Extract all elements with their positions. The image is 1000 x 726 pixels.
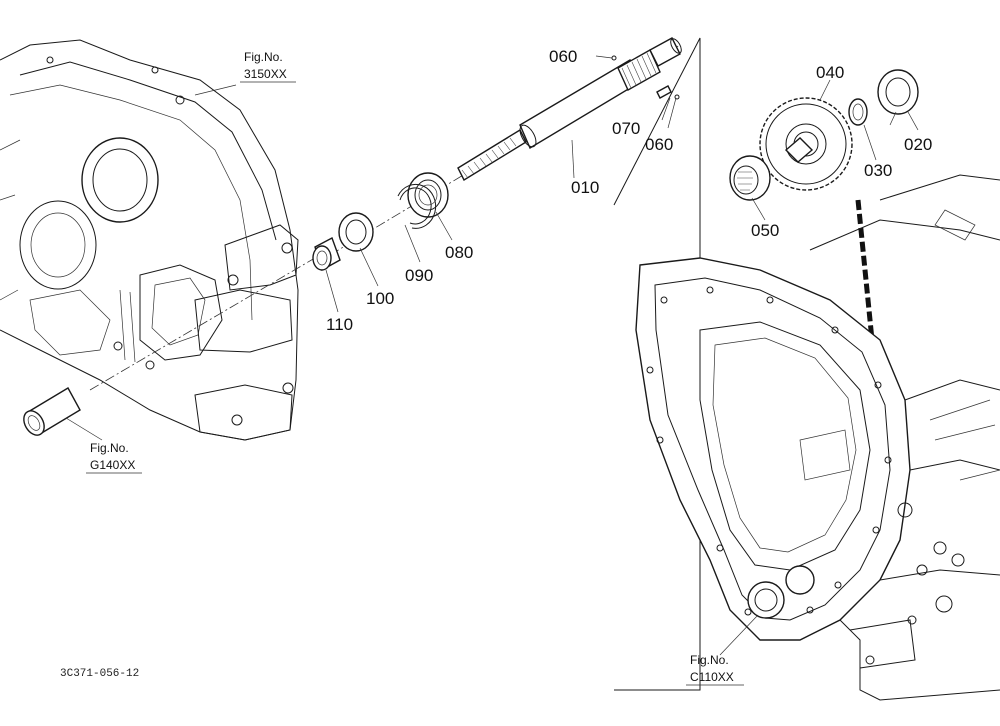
washer-030: [848, 98, 868, 126]
label-040: 040: [816, 63, 844, 82]
collar-110: [312, 237, 341, 272]
gear-040: [759, 97, 853, 191]
leader-lines: [65, 55, 919, 656]
fig-ref-number[interactable]: G140XX: [90, 458, 135, 472]
label-080: 080: [445, 243, 473, 262]
label-030: 030: [864, 161, 892, 180]
axis-line-left: [89, 254, 321, 391]
label-060-top: 060: [549, 47, 577, 66]
fig-ref-prefix: Fig.No.: [244, 50, 283, 64]
input-shaft: [457, 37, 682, 181]
label-050: 050: [751, 221, 779, 240]
fig-ref-prefix: Fig.No.: [690, 653, 729, 667]
snap-ring-090: [397, 183, 437, 229]
label-110: 110: [326, 315, 353, 334]
label-060-lower: 060: [645, 135, 673, 154]
label-020: 020: [904, 135, 932, 154]
fig-ref-G140XX[interactable]: Fig.No. G140XX: [86, 441, 142, 474]
fig-ref-C110XX[interactable]: Fig.No. C110XX: [686, 653, 744, 686]
fig-ref-prefix: Fig.No.: [90, 441, 129, 455]
fig-ref-number[interactable]: C110XX: [690, 670, 734, 684]
bearing-020: [877, 69, 919, 115]
fig-ref-number[interactable]: 3150XX: [244, 67, 287, 81]
left-transmission-housing: [0, 39, 299, 441]
collar-050: [729, 155, 771, 201]
right-transmission-housing: [635, 174, 1000, 701]
bearing-100: [338, 212, 374, 252]
label-100: 100: [366, 289, 394, 308]
figure-code: 3C371-056-12: [60, 668, 139, 680]
label-070: 070: [612, 119, 640, 138]
left-bushing: [23, 387, 81, 436]
label-010: 010: [571, 178, 599, 197]
fig-ref-3150XX[interactable]: Fig.No. 3150XX: [240, 50, 296, 83]
label-090: 090: [405, 266, 433, 285]
